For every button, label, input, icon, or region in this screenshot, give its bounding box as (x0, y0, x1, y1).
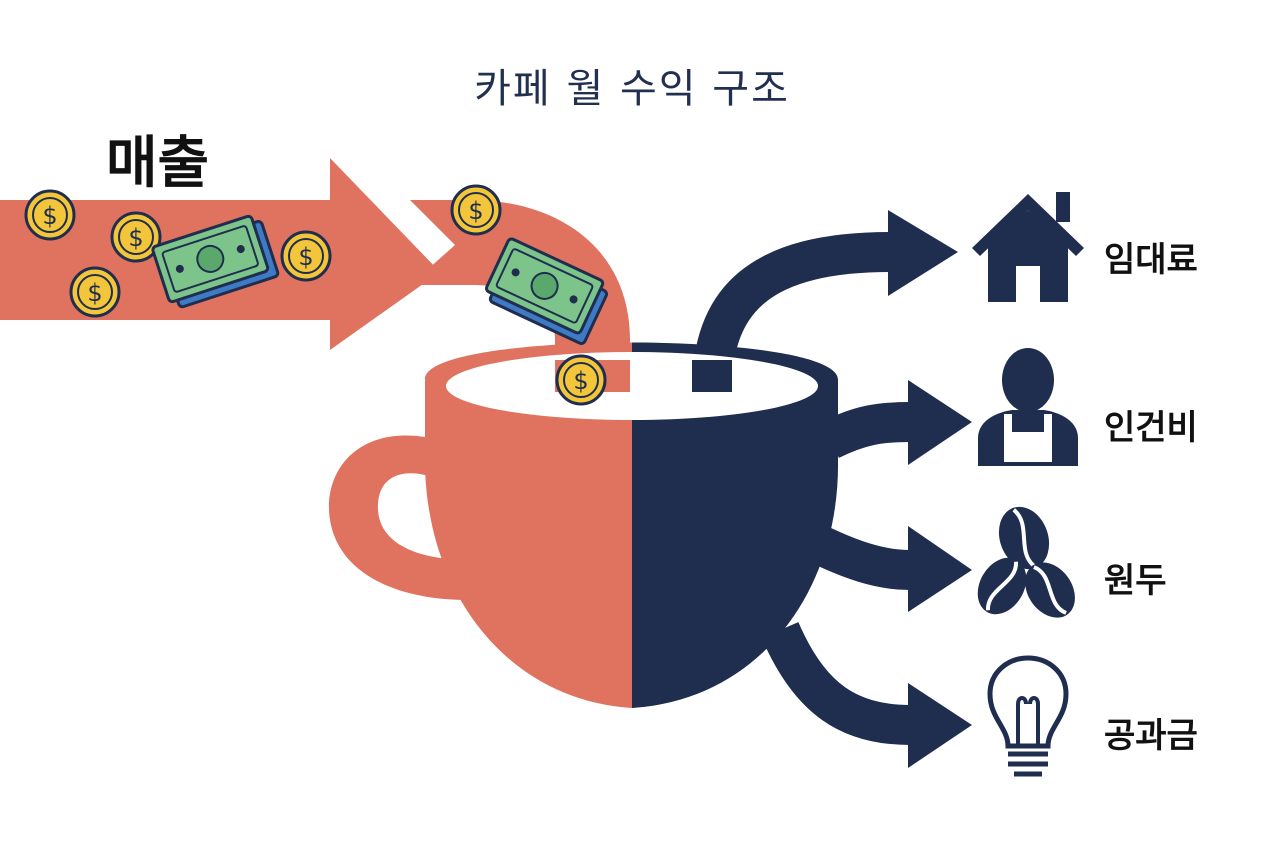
lightbulb-icon (987, 655, 1069, 777)
expense-label-beans: 원두 (1104, 561, 1167, 601)
coffee-cup (328, 342, 839, 708)
cash-icon (151, 214, 280, 309)
svg-text:$: $ (42, 202, 57, 230)
revenue-label: 매출 (106, 131, 210, 196)
svg-text:$: $ (128, 224, 143, 252)
expense-arrowheads (888, 210, 972, 768)
coin-icon: $ (110, 211, 162, 263)
svg-text:$: $ (298, 243, 313, 271)
coin-icon: $ (555, 354, 607, 406)
svg-text:$: $ (87, 279, 102, 307)
expense-label-rent: 임대료 (1104, 240, 1198, 280)
flow-to-labor (821, 402, 911, 459)
coin-icon: $ (280, 230, 332, 282)
coins: $ $ $ $ $ $ (24, 184, 607, 406)
svg-text:$: $ (573, 367, 588, 395)
expense-label-utilities: 공과금 (1104, 716, 1198, 756)
svg-text:$: $ (468, 197, 483, 225)
coin-icon: $ (69, 266, 121, 318)
flow-to-utilities (761, 621, 911, 745)
coin-icon: $ (450, 184, 502, 236)
house-icon (972, 192, 1084, 302)
cash-icon (485, 237, 609, 345)
coffee-beans-icon (977, 506, 1075, 618)
coin-icon: $ (24, 189, 76, 241)
expense-label-labor: 인건비 (1104, 408, 1198, 448)
worker-icon (978, 348, 1078, 466)
page-title: 카페 월 수익 구조 (474, 66, 790, 112)
expense-flow-arrows (692, 232, 911, 745)
cash-bills (151, 214, 609, 345)
